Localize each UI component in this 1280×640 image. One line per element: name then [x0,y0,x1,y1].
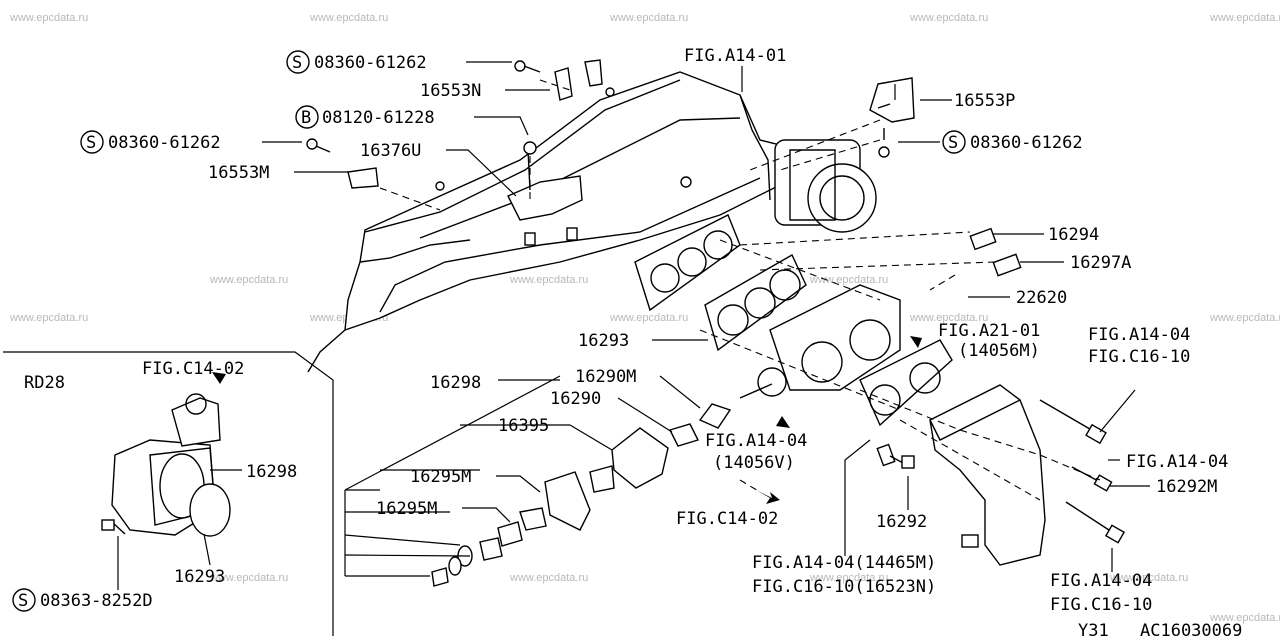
s-marker-text: S [18,591,28,611]
leader-lines [117,61,1150,590]
linkage-parts [431,403,732,587]
bolts-right [878,128,1022,277]
footer-model: Y31 [1078,621,1109,640]
watermark: www.epcdata.ru [509,572,588,584]
s-marker-text: S [292,53,302,73]
label-16295M: 16295M [376,499,437,519]
air-duct-elbow [929,384,1046,566]
label-fig-c16-10: FIG.C16-10 [1088,347,1190,367]
label-16553N: 16553N [420,81,481,101]
label-16376U: 16376U [360,141,421,161]
label-16292: 16292 [876,512,927,532]
label-16290: 16290 [550,389,601,409]
label-16294: 16294 [1048,225,1099,245]
bracket-16553N [514,59,603,101]
watermark: www.epcdata.ru [9,12,88,24]
watermark: www.epcdata.ru [909,12,988,24]
label-16293: 16293 [174,567,225,587]
watermark-layer: www.epcdata.ru www.epcdata.ru www.epcdat… [9,12,1280,624]
label-22620: 22620 [1016,288,1067,308]
watermark: www.epcdata.ru [909,312,988,324]
label-fig-a21-01: FIG.A21-01 [938,321,1040,341]
label-08360-61262: 08360-61262 [108,133,221,153]
part-labels: 08360-61262 16553N FIG.A14-01 16553P 081… [24,46,1242,640]
s-marker-text: S [86,133,96,153]
throttle-body-main [774,139,877,233]
s-marker [286,50,310,74]
label-fig-c16-10: FIG.C16-10 [1050,595,1152,615]
label-16295M: 16295M [410,467,471,487]
bracket-16553P [869,77,915,123]
s-marker [942,130,966,154]
label-08120-61228: 08120-61228 [322,108,435,128]
label-08360-61262: 08360-61262 [314,53,427,73]
label-fig-c14-02: FIG.C14-02 [676,509,778,529]
b-marker [295,105,319,129]
label-16293: 16293 [578,331,629,351]
arrows [200,336,922,504]
label-fig-a14-04-14465m: FIG.A14-04(14465M) [752,553,936,573]
label-fig-a14-04: FIG.A14-04 [705,431,807,451]
watermark: www.epcdata.ru [209,572,288,584]
label-fig-a14-04: FIG.A14-04 [1088,325,1190,345]
watermark: www.epcdata.ru [809,572,888,584]
label-16290M: 16290M [575,367,636,387]
s-marker-text: S [948,133,958,153]
label-16298: 16298 [246,462,297,482]
label-16292M: 16292M [1156,477,1217,497]
watermark: www.epcdata.ru [209,274,288,286]
watermark: www.epcdata.ru [9,312,88,324]
label-16297A: 16297A [1070,253,1131,273]
label-16298: 16298 [430,373,481,393]
label-fig-c16-10-16523n: FIG.C16-10(16523N) [752,577,936,597]
watermark: www.epcdata.ru [809,274,888,286]
watermark: www.epcdata.ru [1109,572,1188,584]
footer-code: AC16030069 [1140,621,1242,640]
watermark: www.epcdata.ru [1209,12,1280,24]
label-16553M: 16553M [208,163,269,183]
label-fig-a14-04: FIG.A14-04 [1126,452,1228,472]
s-marker [12,588,36,612]
label-fig-a14-04: FIG.A14-04 [1050,571,1152,591]
label-16553P: 16553P [954,91,1015,111]
inset-rd28 [3,351,334,636]
label-08360-61262: 08360-61262 [970,133,1083,153]
bracket-16376U [507,141,583,221]
label-16395: 16395 [498,416,549,436]
label-14056M: (14056M) [958,341,1040,361]
watermark: www.epcdata.ru [509,274,588,286]
b-marker-text: B [301,108,311,128]
label-08363-8252d: 08363-8252D [40,591,153,611]
throttle-chamber [739,284,901,399]
watermark: www.epcdata.ru [1209,612,1280,624]
watermark: www.epcdata.ru [609,12,688,24]
label-rd28: RD28 [24,373,65,393]
circle-markers: S B S S S [12,50,966,612]
bracket-16553M [306,138,379,189]
watermark: www.epcdata.ru [609,312,688,324]
label-fig-c14-02: FIG.C14-02 [142,359,244,379]
label-fig-a14-01: FIG.A14-01 [684,46,786,66]
label-14056V: (14056V) [713,453,795,473]
dashed-guides [379,79,1101,501]
watermark: www.epcdata.ru [309,12,388,24]
s-marker [80,130,104,154]
watermark: www.epcdata.ru [1209,312,1280,324]
